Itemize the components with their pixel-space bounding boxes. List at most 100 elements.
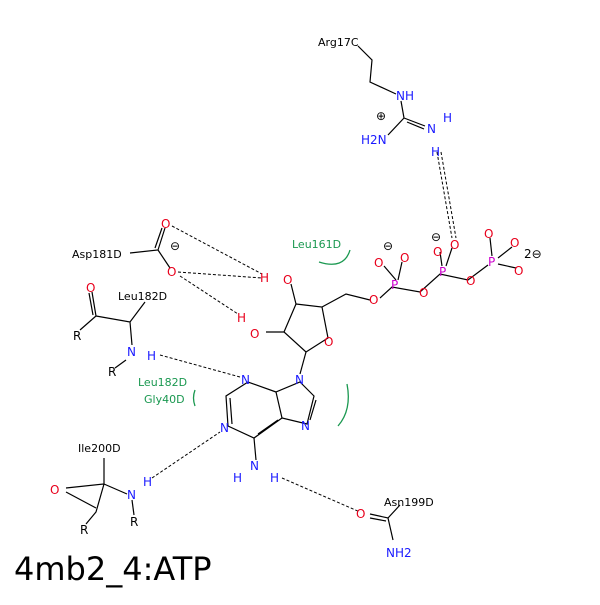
atom-arg-h1: H bbox=[443, 111, 452, 125]
charge-two-minus-pg: 2⊖ bbox=[524, 247, 542, 261]
atom-ribose-o3: O bbox=[283, 273, 292, 287]
atom-nh2-h1: H bbox=[233, 471, 242, 485]
charge-plus-arg: ⊕ bbox=[376, 109, 386, 123]
atom-pb-o1: O bbox=[433, 245, 442, 259]
atom-ile200-n: N bbox=[127, 488, 136, 502]
label-leu182d: Leu182D bbox=[118, 290, 167, 303]
atom-arg-n: N bbox=[427, 122, 436, 136]
bond-adenine-nh2 bbox=[253, 437, 257, 461]
hbond-nh2-asn bbox=[281, 477, 361, 513]
atom-pa-o2: O bbox=[400, 251, 409, 265]
label-arg17c: Arg17C bbox=[318, 36, 359, 49]
label-ile200d: Ile200D bbox=[78, 442, 121, 455]
bond-phosphate-chain bbox=[379, 264, 489, 299]
label-leu161d: Leu161D bbox=[292, 238, 341, 251]
label-asn199d: Asn199D bbox=[384, 496, 434, 509]
atom-asp-o1: O bbox=[161, 217, 170, 231]
atom-pb-o2: O bbox=[450, 238, 459, 252]
atom-pa-o1: O bbox=[374, 256, 383, 270]
bonds bbox=[65, 45, 517, 541]
hbond-leu182-n1 bbox=[159, 354, 241, 378]
hbond-asp-o2-h2 bbox=[179, 275, 239, 315]
charge-minus-asp: ⊖ bbox=[170, 239, 180, 253]
bond-leu182-nr bbox=[114, 359, 127, 369]
atom-leu182-n: N bbox=[127, 345, 136, 359]
bond-leu182-backbone bbox=[79, 291, 146, 346]
atom-asn-o: O bbox=[356, 507, 365, 521]
atom-ribose-h3: H bbox=[260, 271, 269, 285]
atom-pa: P bbox=[391, 278, 398, 292]
atom-n9: N bbox=[295, 373, 304, 387]
hbond-asp-o1-h bbox=[171, 225, 263, 275]
residue-labels: Arg17C Asp181D Leu182D Leu161D Leu182D G… bbox=[72, 36, 434, 509]
label-leu182d-hydrophobic: Leu182D bbox=[138, 376, 187, 389]
hydrophobic-contacts bbox=[192, 249, 351, 427]
charges: ⊕ ⊖ ⊖ ⊖ 2⊖ bbox=[170, 109, 542, 261]
charge-minus-pa: ⊖ bbox=[383, 239, 393, 253]
atom-ribose-o2: O bbox=[250, 327, 259, 341]
bond-glycosidic bbox=[299, 351, 307, 375]
label-gly40d: Gly40D bbox=[144, 393, 185, 406]
label-asp181d: Asp181D bbox=[72, 248, 122, 261]
bond-ribose-oh bbox=[266, 283, 297, 333]
bond-ile200-backbone bbox=[65, 458, 128, 525]
atom-o5: O bbox=[369, 293, 378, 307]
bond-asp-double bbox=[154, 227, 163, 249]
bond-imidazole bbox=[275, 381, 315, 425]
hydrogen-bonds bbox=[151, 151, 457, 513]
bond-asn-chain bbox=[369, 504, 401, 541]
atom-pbg-o: O bbox=[466, 274, 475, 288]
atom-n3: N bbox=[220, 421, 229, 435]
hbond-arg-pbeta-2 bbox=[440, 151, 457, 239]
bond-ile200-double bbox=[65, 491, 97, 509]
atom-ile200-r: R bbox=[80, 523, 88, 537]
atom-pg-o3: O bbox=[514, 264, 523, 278]
atom-asn-nh2: NH2 bbox=[386, 546, 412, 560]
atom-arg-h2: H bbox=[431, 145, 440, 159]
bond-pg-oxygens bbox=[489, 237, 517, 269]
atom-pb: P bbox=[439, 265, 446, 279]
atom-leu182-r2: R bbox=[108, 365, 116, 379]
atom-ribose-h2: H bbox=[237, 311, 246, 325]
atom-leu182-r: R bbox=[73, 329, 81, 343]
bond-leu182-double bbox=[88, 292, 94, 316]
atom-n1: N bbox=[241, 373, 250, 387]
atom-ile200-r2: R bbox=[130, 515, 138, 529]
atom-leu182-o: O bbox=[86, 281, 95, 295]
atom-pab-o: O bbox=[419, 286, 428, 300]
atom-ile200-h: H bbox=[143, 475, 152, 489]
bond-arg-chain bbox=[357, 45, 397, 95]
bond-pa-oxygens bbox=[383, 261, 403, 281]
bond-asn-double bbox=[369, 517, 387, 522]
bond-pb-oxygens bbox=[439, 247, 453, 267]
bond-adenine-double-1 bbox=[229, 397, 317, 435]
atom-nh2-h2: H bbox=[270, 471, 279, 485]
atom-pg: P bbox=[488, 255, 495, 269]
atom-pg-o2: O bbox=[510, 236, 519, 250]
bond-pyrimidine bbox=[225, 381, 283, 439]
bond-asp-chain bbox=[129, 227, 171, 269]
bond-ribose-c5 bbox=[321, 293, 371, 308]
atom-n7: N bbox=[301, 419, 310, 433]
bond-arg-guanidine-double bbox=[406, 121, 425, 130]
atom-labels: NH N H H H2N O O O R N H R O H O H O O P… bbox=[50, 89, 523, 560]
atom-pg-o1: O bbox=[484, 227, 493, 241]
hydrophobic-arc-leu182-gly40 bbox=[192, 389, 196, 407]
atom-ile200-o: O bbox=[50, 483, 59, 497]
hbond-asp-o2-h bbox=[177, 271, 263, 279]
page-title: 4mb2_4:ATP bbox=[14, 550, 212, 588]
atom-asp-o2: O bbox=[167, 265, 176, 279]
atom-leu182-h: H bbox=[147, 349, 156, 363]
hbond-ile200-n3 bbox=[151, 431, 221, 479]
atom-nh2-n: N bbox=[250, 459, 259, 473]
bond-arg-guanidine bbox=[387, 100, 426, 136]
hydrophobic-arc-right bbox=[337, 383, 349, 427]
bond-ile200-nr bbox=[131, 499, 135, 516]
hbond-arg-pbeta bbox=[436, 151, 453, 239]
atom-ribose-o4: O bbox=[324, 335, 333, 349]
bond-ribose-ring bbox=[283, 303, 329, 353]
atom-arg-h2n: H2N bbox=[361, 133, 387, 147]
charge-minus-pb: ⊖ bbox=[431, 230, 441, 244]
